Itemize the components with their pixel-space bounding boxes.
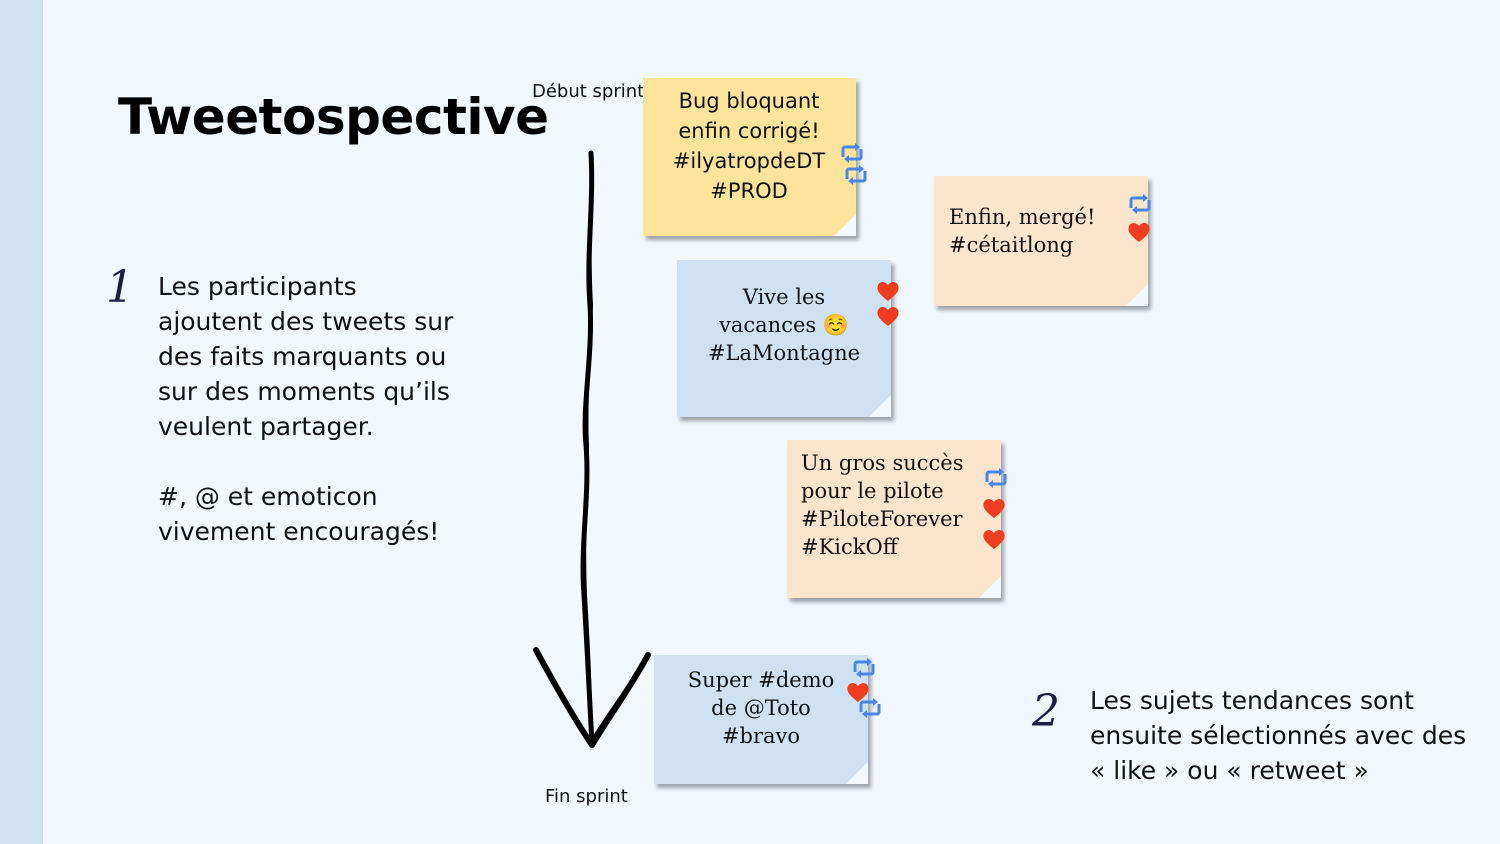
retweet-icon: [856, 697, 882, 719]
note-background: [934, 176, 1148, 306]
retweet-icon: [842, 164, 868, 186]
note-pilot-success: Un gros succès pour le pilote #PiloteFor…: [787, 440, 1001, 598]
note-text: Super #demo de @Toto #bravo: [687, 668, 835, 748]
page-title: Tweetospective: [118, 88, 549, 146]
note-background: [643, 78, 856, 236]
note-fold: [1126, 284, 1148, 306]
note-bug-fixed: Bug bloquant enfin corrigé! #ilyatropdeD…: [643, 78, 856, 236]
heart-icon: [982, 528, 1008, 550]
retweet-icon: [850, 657, 876, 679]
sidebar-strip: [0, 0, 43, 844]
heart-icon: [1127, 221, 1153, 243]
note-demo: Super #demo de @Toto #bravo: [654, 655, 868, 784]
heart-icon: [876, 280, 902, 302]
note-merged: Enfin, mergé! #cétaitlong: [934, 176, 1148, 306]
heart-icon: [982, 497, 1008, 519]
timeline-start-label: Début sprint: [532, 81, 645, 102]
timeline-end-label: Fin sprint: [545, 786, 628, 807]
note-fold: [979, 576, 1001, 598]
step-2-text: Les sujets tendances sont ensuite sélect…: [1090, 686, 1467, 785]
heart-icon: [876, 305, 902, 327]
step-1-number: 1: [106, 262, 134, 313]
note-text: Vive les vacances ☺️ #LaMontagne: [707, 285, 861, 365]
step-2-number: 2: [1032, 686, 1060, 737]
note-fold: [834, 214, 856, 236]
note-background: [654, 655, 868, 784]
note-background: [787, 440, 1001, 598]
timeline-arrow: [533, 150, 651, 748]
note-background: [677, 260, 891, 417]
note-text: Bug bloquant enfin corrigé! #ilyatropdeD…: [672, 89, 826, 203]
note-vacation: Vive les vacances ☺️ #LaMontagne: [677, 260, 891, 417]
note-fold: [869, 395, 891, 417]
note-text: Un gros succès pour le pilote #PiloteFor…: [801, 451, 964, 559]
note-text: Enfin, mergé! #cétaitlong: [949, 205, 1096, 257]
retweet-icon: [982, 467, 1008, 489]
step-1-text: Les participants ajoutent des tweets sur…: [158, 272, 454, 546]
heart-icon: [846, 681, 872, 703]
retweet-icon: [1126, 193, 1152, 215]
retweet-icon: [838, 142, 864, 164]
note-fold: [846, 762, 868, 784]
